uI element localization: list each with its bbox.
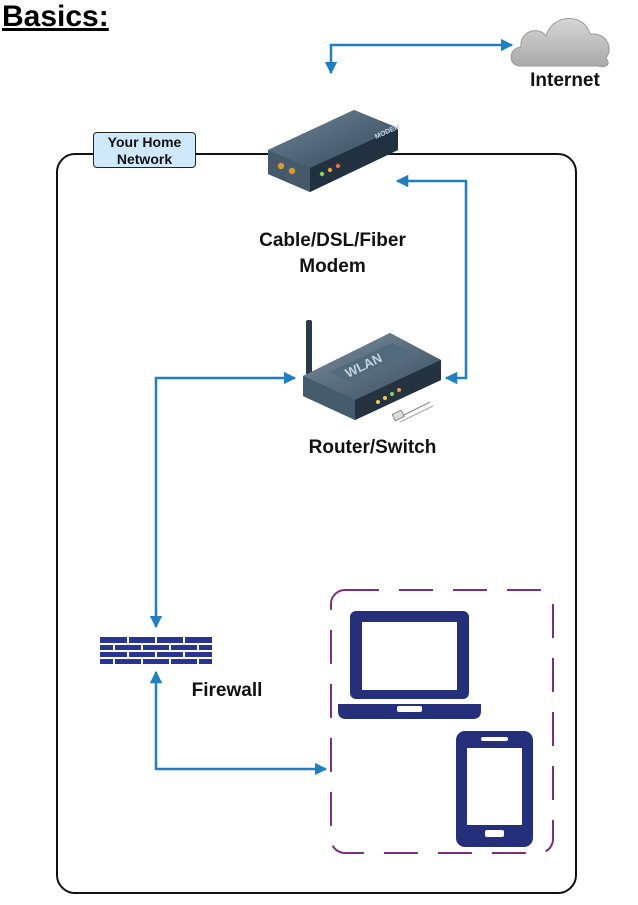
router-label: Router/Switch bbox=[308, 437, 437, 458]
modem-label-line1: Cable/DSL/Fiber bbox=[259, 230, 406, 251]
arrow-firewall-router bbox=[149, 371, 297, 629]
arrow-modem-internet bbox=[324, 38, 514, 75]
tablet-icon bbox=[456, 731, 533, 847]
cloud-icon bbox=[510, 18, 610, 68]
internet-label: Internet bbox=[530, 70, 600, 91]
modem-label: Cable/DSL/Fiber Modem bbox=[215, 228, 450, 280]
firewall-label: Firewall bbox=[191, 680, 263, 701]
firewall-icon bbox=[100, 637, 212, 664]
arrow-router-modem bbox=[395, 174, 468, 385]
router-icon: WLAN bbox=[303, 320, 441, 423]
home-network-tag: Your Home Network bbox=[93, 132, 196, 168]
arrow-firewall-devices bbox=[149, 670, 328, 776]
home-network-label-line2: Network bbox=[116, 151, 173, 167]
modem-icon: MODEM bbox=[268, 110, 401, 192]
modem-label-line2: Modem bbox=[299, 256, 366, 277]
page-title: Basics: bbox=[2, 0, 109, 33]
home-network-label-line1: Your Home bbox=[107, 134, 182, 150]
laptop-icon bbox=[338, 611, 481, 719]
device-group-box bbox=[330, 589, 554, 854]
